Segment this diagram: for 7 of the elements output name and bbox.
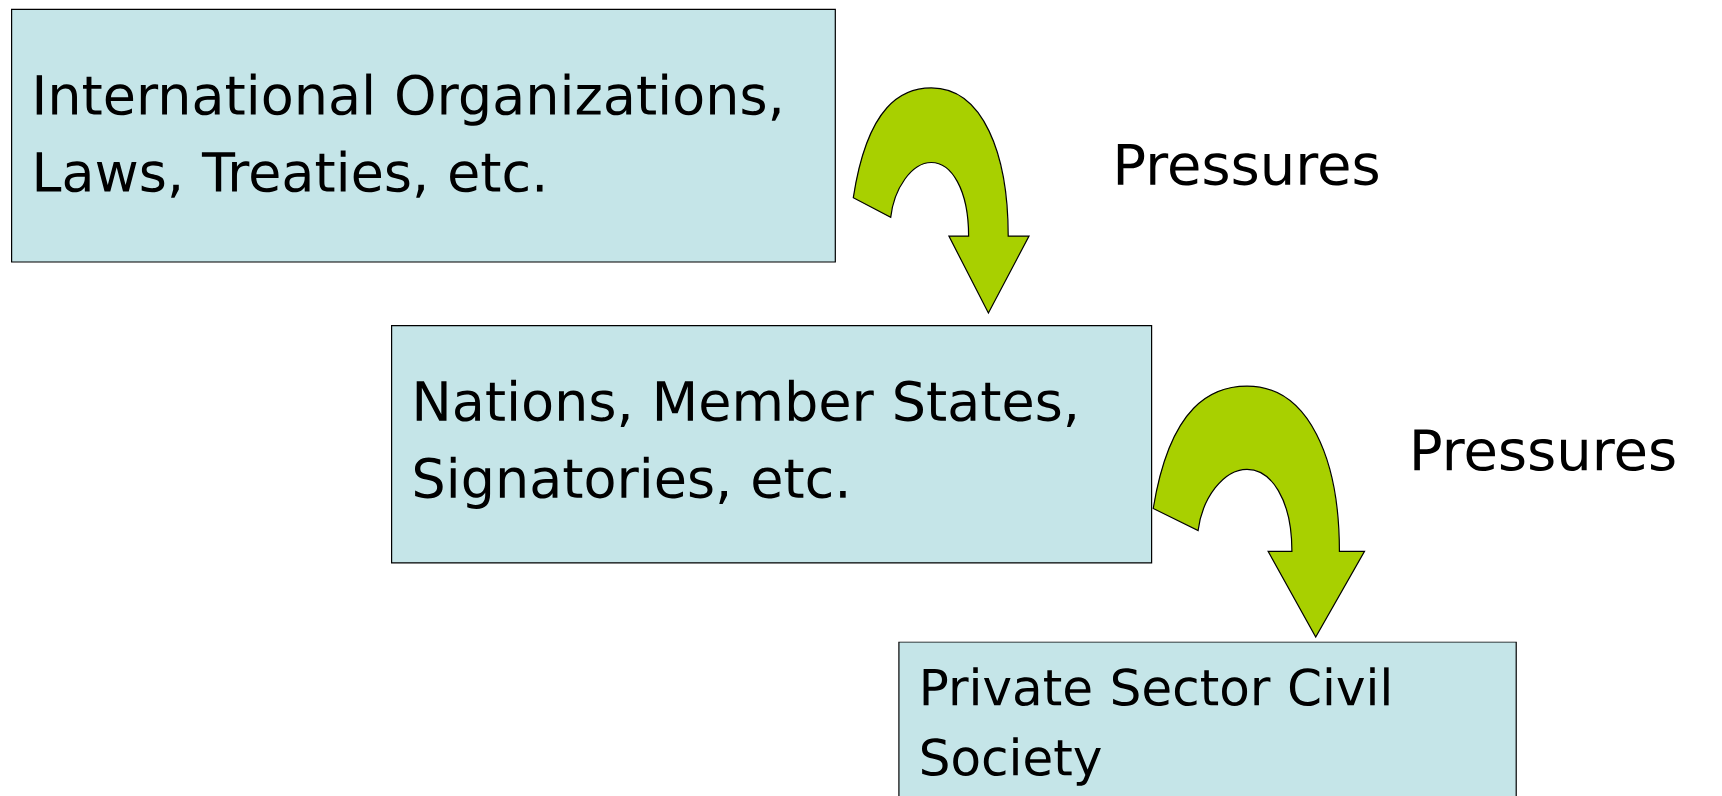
curved-arrow [1152, 385, 1366, 638]
curved-arrow [852, 87, 1030, 314]
text-box: Nations, Member States, Signatories, etc. [391, 325, 1153, 564]
edge-label: Pressures [1414, 429, 1675, 472]
text-box: Private Sector Civil Society [898, 641, 1517, 796]
text-box: International Organizations, Laws, Treaties, etc. [11, 8, 836, 263]
edge-label: Pressures [1117, 143, 1378, 186]
